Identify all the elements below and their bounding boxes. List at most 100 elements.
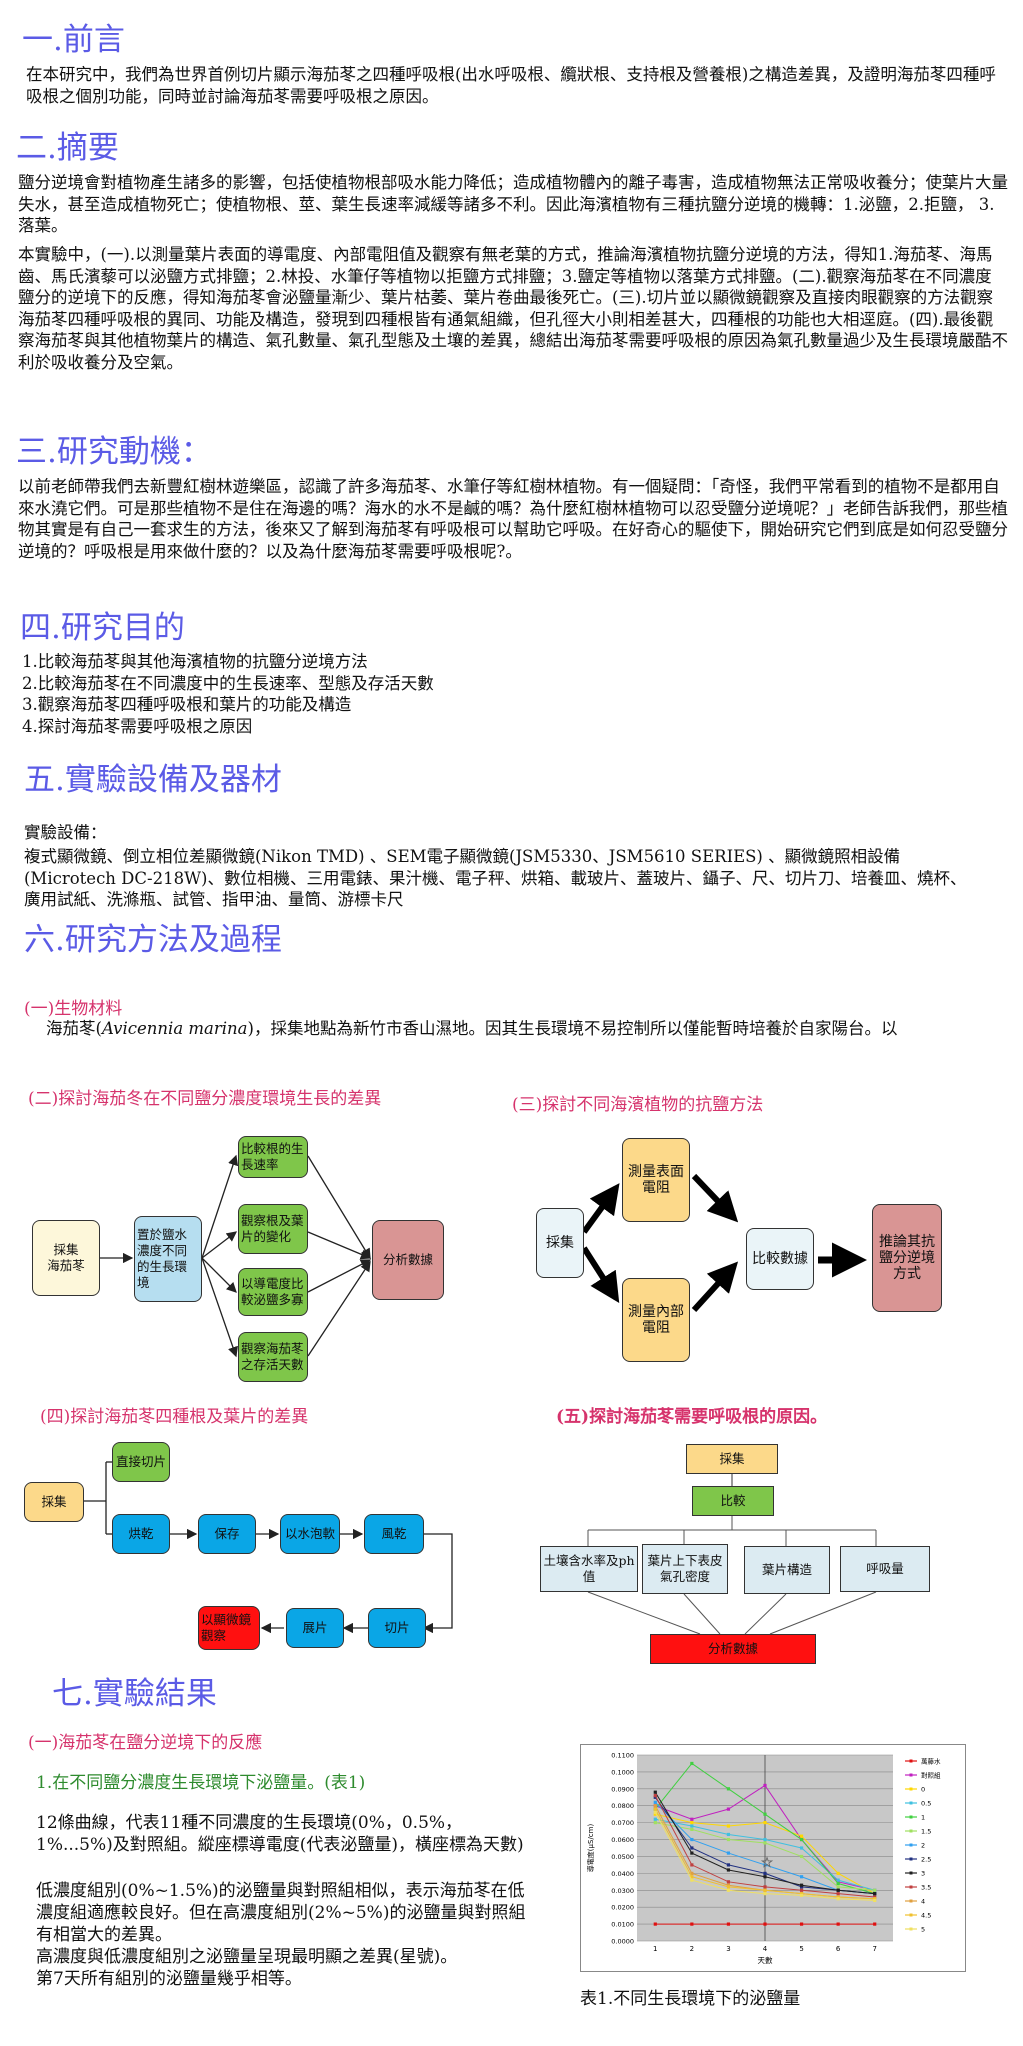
- purpose-item: 4.探討海茄苳需要呼吸根之原因: [22, 716, 253, 736]
- flow3-surface-resistance-box: 測量表面電阻: [622, 1138, 690, 1222]
- flow2-root-growth-box: 比較根的生長速率: [238, 1136, 308, 1178]
- purpose-item: 1.比較海茄苳與其他海濱植物的抗鹽分逆境方法: [22, 652, 368, 671]
- data-point: [799, 1885, 804, 1889]
- legend-label: 4: [921, 1898, 925, 1906]
- y-tick-label: 0.0400: [611, 1870, 634, 1878]
- legend-marker: [909, 1927, 913, 1931]
- flow2-conductivity-box: 以導電度比較泌鹽多寡: [238, 1268, 308, 1316]
- legend-label: 3: [921, 1870, 925, 1878]
- legend-label: 2.5: [921, 1856, 931, 1864]
- data-point: [653, 1807, 657, 1811]
- data-point: [690, 1878, 694, 1882]
- y-tick-label: 0.0100: [611, 1921, 634, 1929]
- y-axis-label: 導電度(μS/cm): [586, 1824, 595, 1873]
- flow4-save-box: 保存: [198, 1514, 256, 1554]
- y-tick-label: 0.0500: [611, 1853, 634, 1861]
- flow4-slice-box: 切片: [368, 1608, 426, 1648]
- flow4-collect-box: 採集: [24, 1482, 84, 1522]
- legend-label: 4.5: [921, 1912, 931, 1920]
- results-p3: 高濃度與低濃度組別之泌鹽量呈現最明顯之差異(星號)。: [36, 1947, 458, 1967]
- data-point: [653, 1793, 657, 1798]
- data-point: [763, 1892, 767, 1896]
- data-point: [836, 1885, 840, 1889]
- data-point: [799, 1837, 804, 1842]
- legend-marker: [909, 1899, 913, 1903]
- data-point: [726, 1888, 731, 1892]
- x-tick-label: 6: [836, 1945, 841, 1953]
- data-point: [690, 1846, 694, 1850]
- data-point: [836, 1892, 840, 1896]
- data-point: [873, 1888, 877, 1892]
- x-tick-label: 2: [690, 1945, 694, 1953]
- data-point: [836, 1888, 840, 1892]
- y-tick-label: 0.1000: [611, 1768, 634, 1776]
- flow4-mount-box: 展片: [286, 1608, 344, 1648]
- data-point: [763, 1821, 767, 1825]
- legend-label: 萬藤水: [921, 1757, 941, 1766]
- data-point: [763, 1812, 767, 1816]
- section-title-purpose: 四.研究目的: [20, 610, 185, 646]
- data-point: [726, 1807, 731, 1811]
- flow3-collect-box: 採集: [536, 1208, 584, 1278]
- data-point: [690, 1827, 694, 1831]
- y-tick-label: 0.0800: [611, 1802, 634, 1810]
- flow5-respiration-box: 呼吸量: [840, 1546, 930, 1592]
- legend-marker: [909, 1843, 913, 1847]
- flow2-survival-box: 觀察海茄苳之存活天數: [238, 1332, 308, 1382]
- flow5-title: (五)探討海茄苳需要呼吸根的原因。: [556, 1407, 828, 1427]
- results-sub2: 1.在不同鹽分濃度生長環境下泌鹽量。(表1): [36, 1773, 366, 1793]
- data-point: [763, 1841, 767, 1845]
- x-axis-label: 天數: [758, 1955, 773, 1965]
- flow2-title: (二)探討海茄冬在不同鹽分濃度環境生長的差異: [28, 1089, 382, 1109]
- legend-label: 1.5: [921, 1828, 931, 1836]
- legend-marker: [909, 1787, 913, 1791]
- data-point: [799, 1892, 804, 1896]
- x-tick-label: 3: [726, 1945, 730, 1953]
- data-point: [726, 1885, 731, 1889]
- data-point: [653, 1810, 657, 1815]
- legend-marker: [909, 1759, 913, 1763]
- legend-marker: [909, 1913, 913, 1917]
- data-point: [690, 1871, 694, 1875]
- bio-material-title: (一)生物材料: [24, 999, 123, 1019]
- data-point: [726, 1837, 731, 1842]
- data-point: [653, 1790, 657, 1794]
- preface-body: 在本研究中，我們為世界首例切片顯示海茄苳之四種呼吸根(出水呼吸根、纜狀根、支持根…: [26, 65, 996, 106]
- data-point: [653, 1804, 657, 1808]
- conductivity-chart-svg: 0.00000.01000.02000.03000.04000.05000.06…: [586, 1752, 941, 1966]
- data-point: [726, 1922, 731, 1926]
- data-point: [873, 1898, 877, 1903]
- y-tick-label: 0.1100: [611, 1752, 634, 1760]
- bio-material-body: 海茄苳(Avicennia marina)，採集地點為新竹市香山濕地。因其生長環…: [46, 1019, 898, 1038]
- star-annotation-icon: ☆: [761, 1855, 774, 1871]
- data-point: [726, 1824, 731, 1828]
- data-point: [799, 1834, 804, 1838]
- flow5-compare-box: 比較: [692, 1486, 774, 1516]
- data-point: [653, 1821, 657, 1825]
- data-point: [763, 1783, 767, 1788]
- data-point: [653, 1812, 657, 1816]
- x-tick-label: 1: [653, 1945, 657, 1953]
- data-point: [799, 1854, 804, 1859]
- data-point: [726, 1863, 731, 1867]
- legend-label: 5: [921, 1926, 925, 1934]
- flow3-inner-resistance-box: 測量內部電阻: [622, 1278, 690, 1362]
- purpose-item: 2.比較海茄苳在不同濃度中的生長速率、型態及存活天數: [22, 673, 434, 693]
- legend-marker: [909, 1829, 913, 1833]
- legend-marker: [909, 1885, 913, 1889]
- data-point: [653, 1795, 657, 1799]
- data-point: [690, 1817, 694, 1821]
- abstract-p1: 鹽分逆境會對植物產生諸多的影響，包括使植物根部吸水能力降低；造成植物體內的離子毒…: [18, 173, 1008, 236]
- section-title-method: 六.研究方法及過程: [24, 922, 282, 958]
- data-point: [873, 1897, 877, 1901]
- section-title-results: 七.實驗結果: [52, 1676, 217, 1712]
- data-point: [836, 1897, 840, 1901]
- legend-label: 2: [921, 1842, 925, 1850]
- y-tick-label: 0.0900: [611, 1785, 634, 1793]
- data-point: [836, 1871, 840, 1875]
- data-point: [763, 1837, 767, 1842]
- section-title-abstract: 二.摘要: [16, 130, 119, 166]
- legend-label: 對照組: [921, 1771, 941, 1780]
- data-point: [690, 1761, 694, 1766]
- flow5-collect-box: 採集: [686, 1444, 778, 1474]
